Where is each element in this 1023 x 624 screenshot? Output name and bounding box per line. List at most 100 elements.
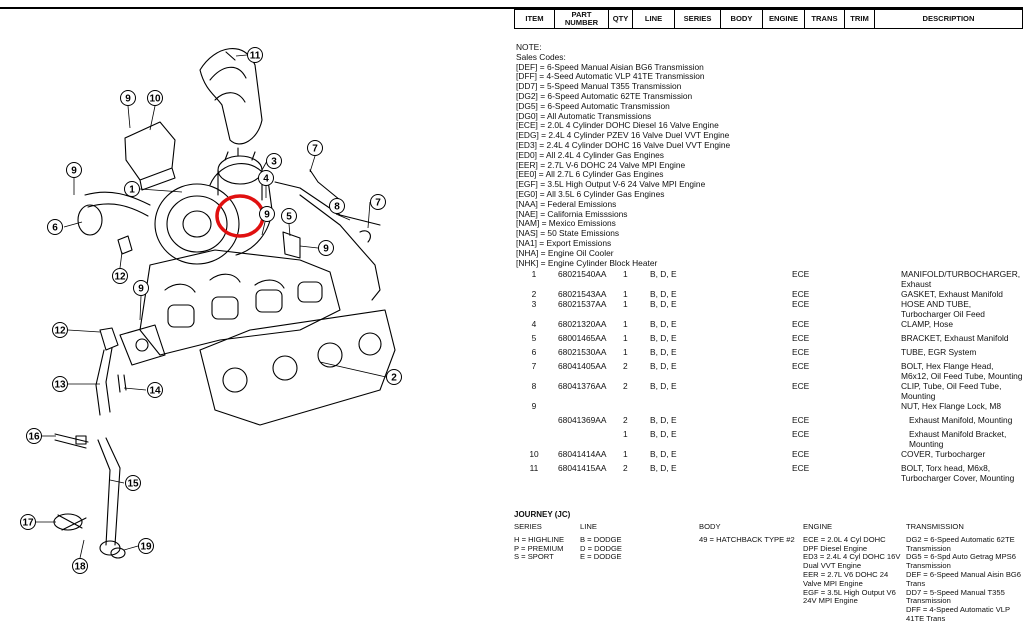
col-item: ITEM <box>515 10 555 28</box>
callout-1[interactable]: 1 <box>124 181 140 197</box>
line-codes: B, D, E <box>650 449 677 460</box>
legend-trans-item: DG2 = 6-Speed Automatic 62TE Transmissio… <box>906 534 1015 553</box>
part-number: 68041415AA <box>558 463 607 474</box>
callout-9c[interactable]: 9 <box>133 280 149 296</box>
parts-list: ITEM PART NUMBER QTY LINE SERIES BODY EN… <box>514 9 1023 484</box>
item-number: 7 <box>531 361 537 372</box>
engine-code: ECE <box>792 429 810 440</box>
legend-trans-item: DFF = 4-Speed Automatic VLP 41TE Trans <box>906 605 1010 623</box>
legend-engine-header: ENGINE <box>803 522 833 531</box>
line-codes: B, D, E <box>650 289 677 300</box>
part-number: 68001465AA <box>558 333 607 344</box>
callout-9d[interactable]: 9 <box>259 206 275 222</box>
description: BRACKET, Exhaust Manifold <box>901 333 1009 344</box>
legend-body: BODY 49 = HATCHBACK TYPE #2 <box>699 522 795 545</box>
highlight-circle <box>215 194 265 238</box>
line-codes: B, D, E <box>650 463 677 474</box>
callout-12a[interactable]: 12 <box>112 268 128 284</box>
engine-code: ECE <box>792 289 810 300</box>
quantity: 1 <box>623 333 628 344</box>
svg-text:19: 19 <box>140 542 152 553</box>
callout-12b[interactable]: 12 <box>52 322 68 338</box>
callout-10[interactable]: 10 <box>147 90 163 106</box>
quantity: 1 <box>623 429 628 440</box>
vehicle-legend: JOURNEY (JC) SERIES H = HIGHLINE P = PRE… <box>514 510 1023 623</box>
line-codes: B, D, E <box>650 269 677 280</box>
callout-7b[interactable]: 7 <box>370 194 386 210</box>
legend-engine: ENGINE ECE = 2.0L 4 Cyl DOHC DPF Diesel … <box>803 522 901 606</box>
callout-9b[interactable]: 9 <box>66 162 82 178</box>
note-line: [NAE] = California Emisssions <box>516 208 628 219</box>
callout-5[interactable]: 5 <box>281 208 297 224</box>
callout-4[interactable]: 4 <box>258 170 274 186</box>
engine-code: ECE <box>792 381 810 392</box>
item-number: 6 <box>531 347 537 358</box>
svg-text:4: 4 <box>263 174 269 185</box>
callout-19[interactable]: 19 <box>138 538 154 554</box>
quantity: 1 <box>623 319 628 330</box>
callout-2[interactable]: 2 <box>386 369 402 385</box>
svg-text:14: 14 <box>149 386 161 397</box>
legend-trans-header: TRANSMISSION <box>906 522 964 531</box>
note-line: [DG2] = 6-Speed Automatic 62TE Transmiss… <box>516 90 693 101</box>
engine-code: ECE <box>792 333 810 344</box>
note-line: [DG0] = All Automatic Transmissions <box>516 110 652 121</box>
turbocharger-manifold-drawing: 1 2 3 4 5 6 7 7 8 9 9 9 9 9 10 11 12 12 … <box>20 47 402 574</box>
svg-text:6: 6 <box>52 223 58 234</box>
callout-8[interactable]: 8 <box>329 198 345 214</box>
callout-3[interactable]: 3 <box>266 153 282 169</box>
callout-13[interactable]: 13 <box>52 376 68 392</box>
part-number: 68021537AA <box>558 299 607 310</box>
callout-16[interactable]: 16 <box>26 428 42 444</box>
legend-trans-item: DD7 = 5-Speed Manual T355 Transmission <box>906 587 1005 606</box>
description: GASKET, Exhaust Manifold <box>901 289 1003 300</box>
part-number: 68041414AA <box>558 449 607 460</box>
note-line: [NHK] = Engine Cylinder Block Heater <box>516 257 658 268</box>
note-line: [EG0] = All 3.5L 6 Cylinder Gas Engines <box>516 188 665 199</box>
svg-text:7: 7 <box>375 198 381 209</box>
note-line: [NAM] = Mexico Emissions <box>516 218 616 229</box>
callout-7a[interactable]: 7 <box>307 140 323 156</box>
legend-engine-item: EGF = 3.5L High Output V6 24V MPI Engine <box>803 587 896 606</box>
callout-11[interactable]: 11 <box>247 47 263 63</box>
callout-18[interactable]: 18 <box>72 558 88 574</box>
description: HOSE AND TUBE, Turbocharger Oil Feed <box>901 299 985 319</box>
svg-text:11: 11 <box>250 51 261 62</box>
col-trans: TRANS <box>805 10 845 28</box>
part-number: 68041369AA <box>558 415 607 426</box>
description: MANIFOLD/TURBOCHARGER, Exhaust <box>901 269 1021 289</box>
legend-body-header: BODY <box>699 522 721 531</box>
svg-text:13: 13 <box>54 380 66 391</box>
callout-9e[interactable]: 9 <box>318 240 334 256</box>
legend-series-header: SERIES <box>514 522 542 531</box>
line-codes: B, D, E <box>650 319 677 330</box>
callout-9a[interactable]: 9 <box>120 90 136 106</box>
svg-text:10: 10 <box>149 94 161 105</box>
note-line: [ECE] = 2.0L 4 Cylinder DOHC Diesel 16 V… <box>516 120 719 131</box>
callout-17[interactable]: 17 <box>20 514 36 530</box>
callout-6[interactable]: 6 <box>47 219 63 235</box>
callout-14[interactable]: 14 <box>147 382 163 398</box>
svg-text:1: 1 <box>129 185 135 196</box>
legend-series-item: P = PREMIUM <box>514 543 564 553</box>
callout-15[interactable]: 15 <box>125 475 141 491</box>
legend-transmission: TRANSMISSION DG2 = 6-Speed Automatic 62T… <box>906 522 1023 624</box>
description: Exhaust Manifold Bracket, Mounting <box>909 429 1007 449</box>
svg-text:9: 9 <box>323 244 329 255</box>
note-line: [NHA] = Engine Oil Cooler <box>516 247 614 258</box>
svg-text:2: 2 <box>391 373 397 384</box>
